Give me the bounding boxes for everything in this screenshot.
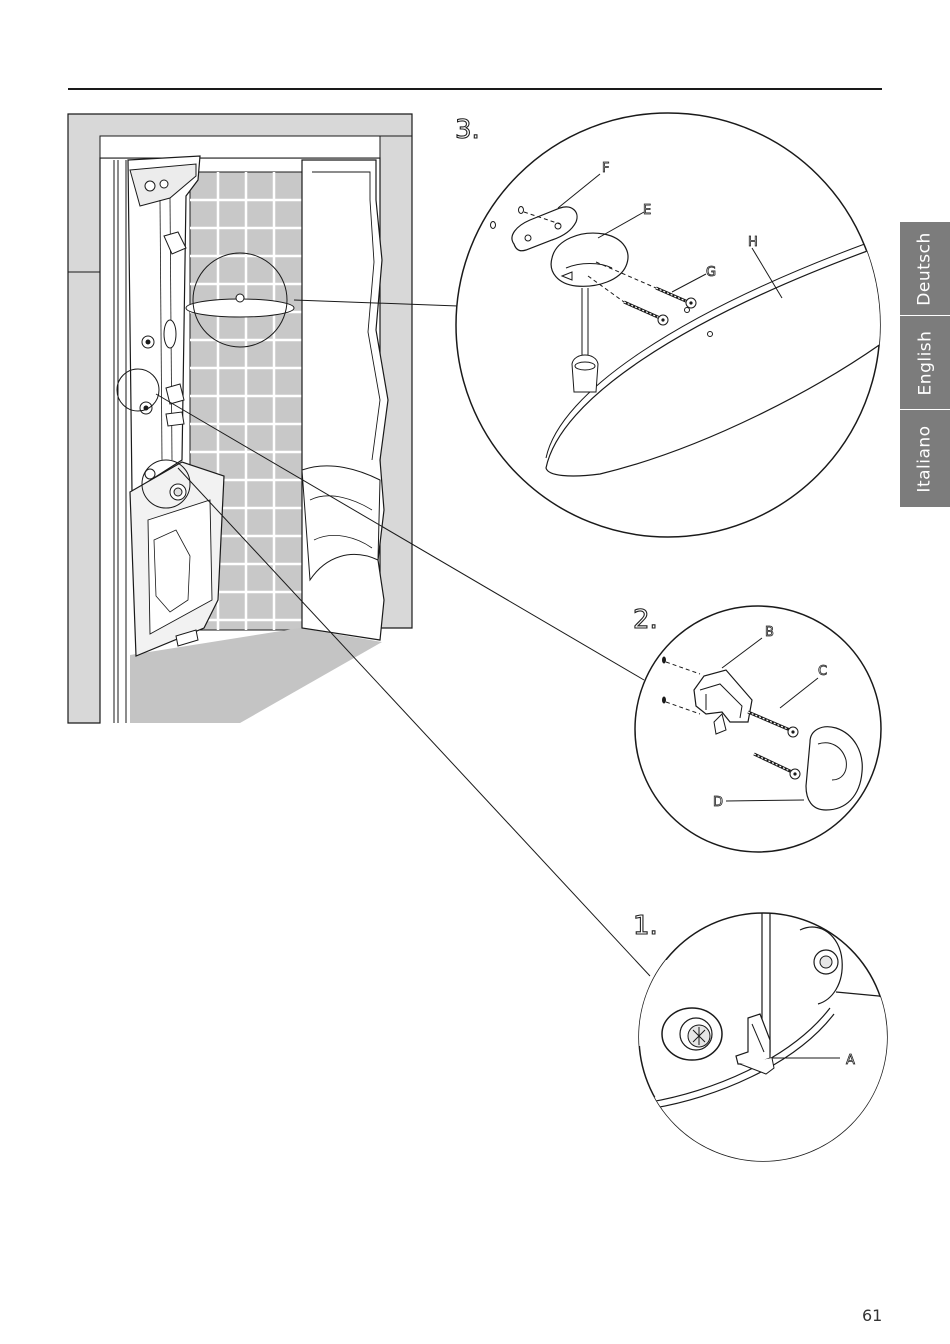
callout-d: D [713, 795, 723, 810]
callout-b: B [765, 625, 774, 640]
leader-line-1 [178, 468, 650, 976]
step-number-3: 3. [455, 115, 480, 145]
tab-deutsch-label: Deutsch [915, 232, 935, 305]
tab-italiano[interactable]: Italiano [900, 410, 950, 507]
detail-view-3: 3. F E H G [455, 113, 900, 537]
tab-italiano-label: Italiano [915, 425, 935, 492]
shower-overview [68, 114, 412, 723]
tab-deutsch[interactable]: Deutsch [900, 222, 950, 315]
step-number-2: 2. [633, 605, 658, 635]
page-number: 61 [862, 1306, 882, 1325]
callout-a: A [846, 1053, 855, 1068]
detail-view-1: 1. A [620, 911, 900, 1180]
detail-view-2: 2. B C D [633, 605, 881, 852]
shower-column [128, 156, 200, 492]
tab-english[interactable]: English [900, 316, 950, 409]
tab-english-label: English [915, 330, 935, 395]
callout-h: H [748, 235, 758, 250]
step-number-1: 1. [633, 911, 658, 941]
callout-c: C [818, 664, 827, 679]
callout-g: G [706, 265, 716, 280]
callout-e: E [643, 203, 651, 218]
callout-f: F [602, 161, 609, 176]
